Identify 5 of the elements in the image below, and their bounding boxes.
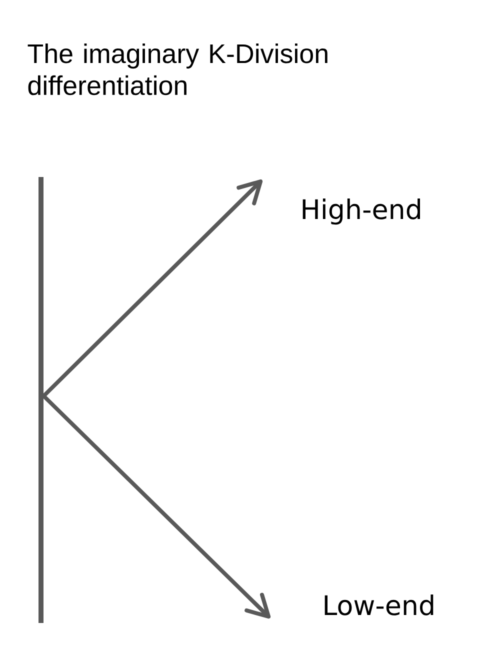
title: The imaginary K-Division differentiation: [28, 44, 328, 96]
end-label: High-end: [302, 198, 420, 225]
arrow: [42, 179, 263, 398]
end-label: Low-end: [324, 594, 434, 616]
arrow: [42, 394, 271, 619]
